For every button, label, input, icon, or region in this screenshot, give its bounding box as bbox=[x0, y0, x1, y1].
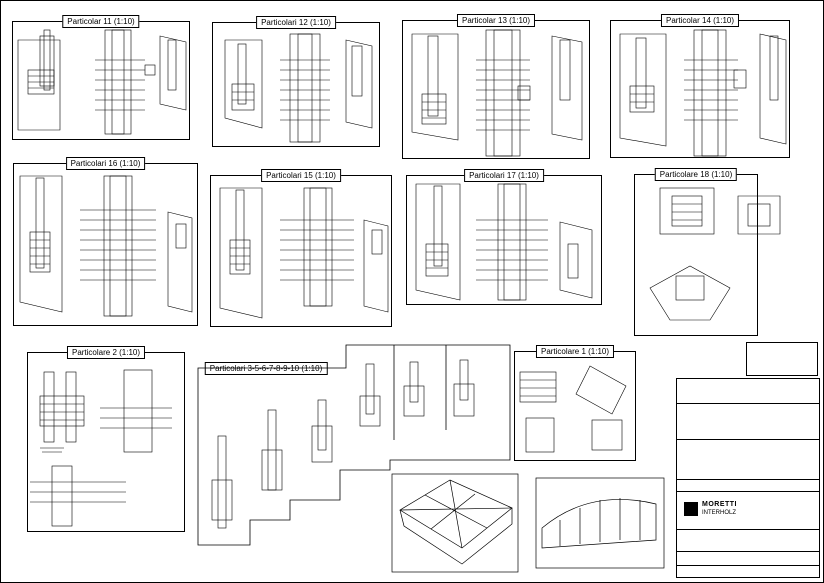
panel-title: Particolari 3-5-6-7-8-9-10 (1:10) bbox=[204, 362, 328, 375]
title-block-divider bbox=[677, 479, 819, 480]
detail-17 bbox=[415, 183, 593, 301]
panel-particolare-15: Particolari 15 (1:10) bbox=[210, 169, 392, 327]
panel-title: Particolari 17 (1:10) bbox=[464, 169, 544, 182]
detail-12 bbox=[224, 33, 373, 143]
detail-16 bbox=[19, 175, 193, 317]
detail-11 bbox=[17, 29, 187, 135]
detail-14 bbox=[619, 29, 787, 157]
panel-title: Particolare 2 (1:10) bbox=[66, 346, 146, 359]
title-block-divider bbox=[677, 439, 819, 440]
detail-3-10 bbox=[211, 359, 475, 529]
panel-title: Particolare 18 (1:10) bbox=[654, 168, 738, 181]
panel-title: Particolari 16 (1:10) bbox=[65, 157, 146, 170]
detail-1 bbox=[519, 365, 627, 453]
detail-13 bbox=[411, 29, 583, 157]
panel-title: Particolar 13 (1:10) bbox=[456, 14, 536, 27]
panel-particolare-11: Particolar 11 (1:10) bbox=[12, 15, 190, 140]
logo-division-name: INTERHOLZ bbox=[702, 510, 737, 516]
logo-company-name: MORETTI bbox=[702, 501, 737, 508]
panel-particolare-18: Particolare 18 (1:10) bbox=[634, 168, 758, 336]
notes-box bbox=[746, 342, 818, 376]
title-block-divider bbox=[677, 491, 819, 492]
title-block-divider bbox=[677, 403, 819, 404]
title-block-divider bbox=[677, 565, 819, 566]
panel-title: Particolar 14 (1:10) bbox=[660, 14, 740, 27]
detail-15 bbox=[219, 187, 389, 319]
panel-title: Particolari 15 (1:10) bbox=[261, 169, 341, 182]
panel-title: Particolare 1 (1:10) bbox=[535, 345, 615, 358]
roof-perspective-right bbox=[535, 477, 665, 569]
detail-2 bbox=[30, 369, 172, 527]
company-logo: MORETTI INTERHOLZ bbox=[682, 498, 748, 522]
detail-18 bbox=[649, 187, 781, 321]
logo-mark-icon bbox=[684, 502, 698, 516]
title-block-divider bbox=[677, 551, 819, 552]
panel-title: Particolar 11 (1:10) bbox=[62, 15, 140, 28]
roof-perspective-left bbox=[391, 473, 519, 573]
title-block bbox=[676, 378, 820, 578]
title-block-divider bbox=[677, 529, 819, 530]
panel-title: Particolari 12 (1:10) bbox=[256, 16, 336, 29]
